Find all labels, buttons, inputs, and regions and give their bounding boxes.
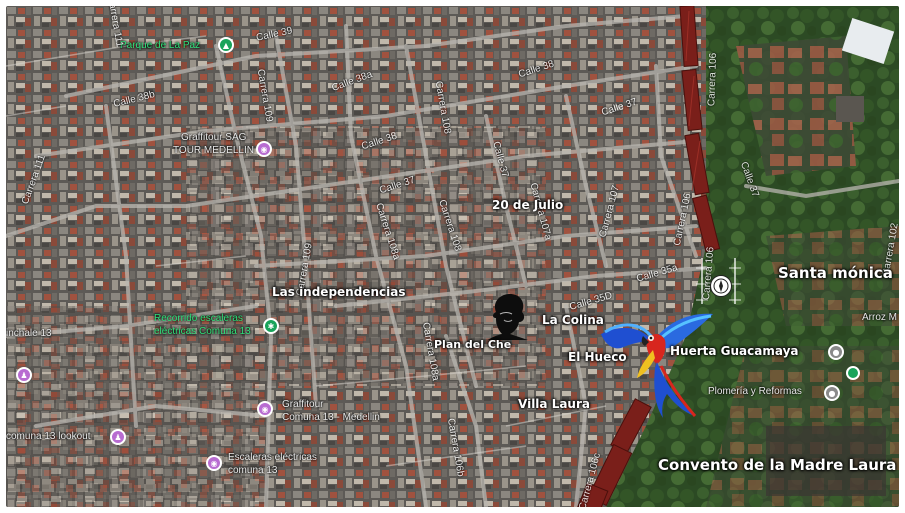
camera-pin-icon[interactable]: ◉	[256, 141, 272, 157]
compass-icon[interactable]	[709, 274, 733, 298]
camera-pin-icon[interactable]: ◉	[206, 455, 222, 471]
walking-pin-icon[interactable]: ✱	[263, 318, 279, 334]
macaw-icon	[601, 313, 713, 418]
place-pin-icon[interactable]: ●	[828, 344, 844, 360]
park-pin-icon[interactable]: ▲	[218, 37, 234, 53]
person-pin-icon[interactable]: ♟	[110, 429, 126, 445]
map-base	[6, 6, 899, 507]
camera-pin-icon[interactable]: ◉	[257, 401, 273, 417]
leaf-pin-icon[interactable]	[846, 366, 860, 380]
satellite-map[interactable]: ▲ ◉ ✱ ◉ ◉ ♟ ♟ ● ● Parque de La Paz Graff…	[6, 6, 899, 507]
che-guevara-icon	[488, 294, 528, 340]
person-pin-icon[interactable]: ♟	[16, 367, 32, 383]
place-pin-icon[interactable]: ●	[824, 385, 840, 401]
